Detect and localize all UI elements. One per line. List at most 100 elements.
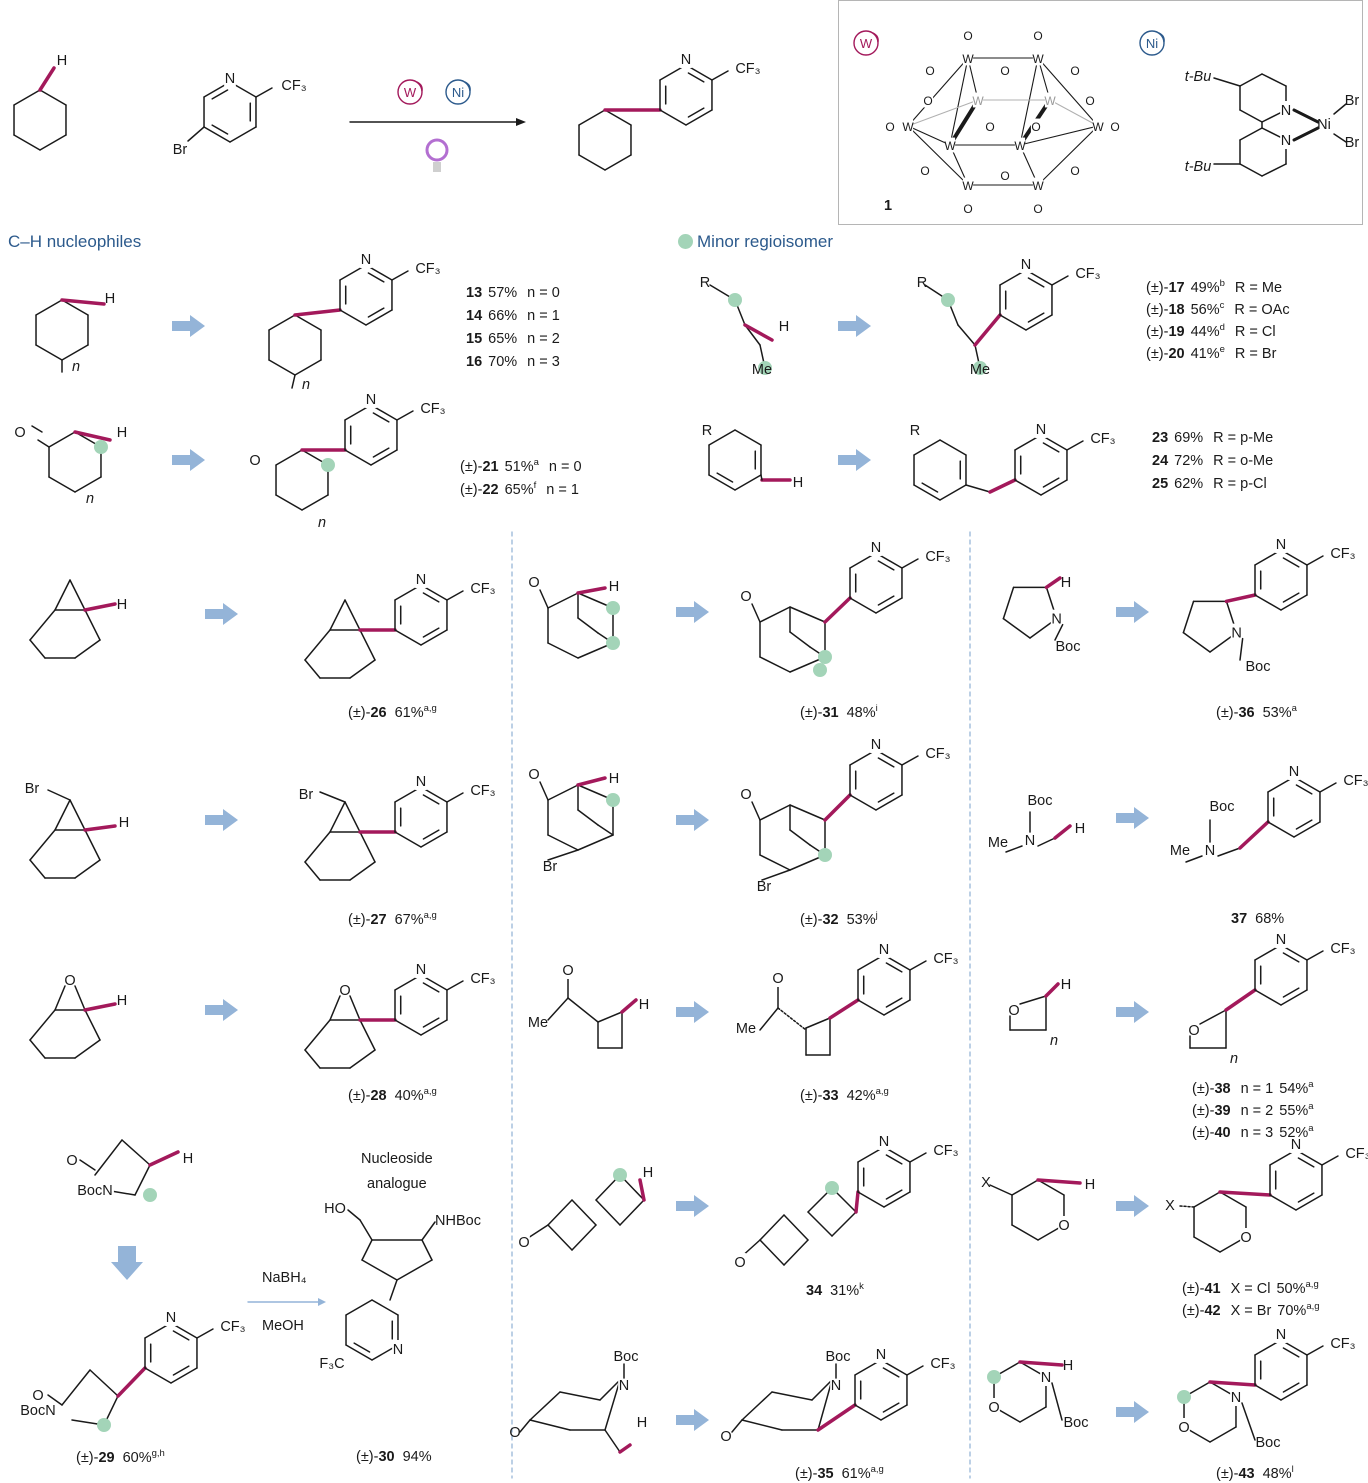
bond — [74, 985, 86, 1011]
atom-label: t-Bu — [1185, 159, 1212, 175]
pyridine-n: N — [681, 52, 691, 68]
compound-prefix: (±)- — [348, 911, 371, 928]
bond — [349, 995, 361, 1021]
bond — [349, 861, 376, 881]
cf3-label: CF₃ — [470, 971, 495, 987]
atom-label: N — [831, 1378, 841, 1394]
bond — [446, 792, 464, 803]
bond — [268, 314, 296, 331]
bond — [547, 1224, 573, 1251]
bond — [294, 359, 322, 376]
bond — [885, 1189, 903, 1200]
atom-label: O — [64, 973, 75, 989]
regio-dot-icon — [825, 1181, 839, 1195]
down-arrow-icon — [111, 1246, 143, 1280]
bond — [906, 1365, 924, 1376]
oxygen-atom: O — [923, 94, 932, 108]
entry-cond: R = p-Cl — [1213, 476, 1267, 492]
atom-label: N — [1281, 133, 1291, 149]
reaction-arrow-icon — [205, 809, 238, 831]
label-mask — [1032, 200, 1044, 216]
tungsten-atom: W — [962, 52, 974, 66]
oxygen-atom: O — [1000, 64, 1009, 78]
oxygen-atom: O — [1000, 169, 1009, 183]
highlight-bond — [1218, 1190, 1272, 1197]
regio-dot-icon — [613, 1168, 627, 1182]
bond — [685, 109, 713, 126]
bond — [751, 801, 761, 821]
bond — [659, 109, 687, 126]
atom-label: H — [1085, 1177, 1095, 1193]
compound-yield: 48% — [846, 704, 876, 721]
atom-label: N — [225, 71, 235, 87]
label-mask — [1058, 1216, 1070, 1234]
bond — [751, 603, 761, 623]
bond — [172, 1365, 190, 1376]
bond — [578, 109, 606, 126]
reduction-arrow-head-icon — [318, 1298, 326, 1306]
lamp-icon — [425, 138, 449, 162]
bond — [187, 126, 205, 142]
bond — [909, 960, 927, 971]
entry-num: 20 — [1168, 345, 1185, 362]
reaction-arrow-icon — [676, 809, 709, 831]
bond — [1025, 314, 1053, 331]
bond — [901, 558, 919, 569]
cf3-label: CF₃ — [1330, 941, 1355, 957]
highlight-bond — [973, 313, 1002, 347]
highlight-bond — [638, 1178, 646, 1202]
highlight-bond — [1036, 1178, 1082, 1185]
bond — [907, 57, 969, 127]
bond — [909, 1152, 927, 1163]
bond — [359, 831, 376, 863]
bond — [422, 627, 440, 638]
label-mask — [1280, 101, 1292, 119]
entry-num: 19 — [1168, 323, 1185, 340]
atom-label: Boc — [1210, 799, 1235, 815]
compound-number: 30 — [378, 1449, 395, 1465]
atom-label: N — [1025, 833, 1035, 849]
bond — [577, 834, 614, 851]
entry-pre: (±)- — [1192, 1080, 1215, 1097]
label-mask — [562, 961, 574, 979]
entry-cond: n = 3 — [1240, 1124, 1274, 1141]
oxygen-atom: O — [963, 29, 972, 43]
bond — [789, 631, 811, 648]
atom-label: n — [318, 515, 326, 531]
bond — [1280, 1384, 1308, 1401]
bond — [329, 801, 346, 833]
regio-dot-icon — [93, 440, 108, 454]
label-mask — [999, 62, 1011, 78]
bond — [211, 89, 229, 100]
compound-number: 27 — [370, 911, 387, 928]
bond — [759, 1007, 779, 1031]
entry-num: 25 — [1152, 476, 1169, 492]
bond — [391, 270, 409, 281]
bond — [831, 1211, 857, 1237]
tungsten-atom: W — [944, 139, 956, 153]
oxygen-atom: O — [1070, 64, 1079, 78]
compound-prefix: (±)- — [1216, 704, 1239, 721]
highlight-bond — [83, 824, 117, 832]
label-mask — [1069, 62, 1081, 78]
pyridine-n: N — [1289, 764, 1299, 780]
bond — [170, 1367, 198, 1384]
catalyst-badge-icon — [445, 79, 471, 105]
atom-label: O — [1008, 1003, 1019, 1019]
atom-label: NHBoc — [435, 1213, 481, 1229]
bond — [29, 1009, 56, 1041]
compound-number: 43 — [1238, 1465, 1255, 1482]
atom-label: H — [1061, 575, 1071, 591]
footnote-mark: j — [875, 910, 878, 921]
bond — [1292, 108, 1320, 124]
bond — [783, 1214, 809, 1241]
bond — [394, 629, 422, 646]
regio-dot-icon — [818, 848, 832, 862]
bond — [134, 1164, 151, 1196]
atom-label: n — [302, 377, 310, 393]
label-mask — [1014, 137, 1026, 153]
bond — [1014, 479, 1042, 496]
highlight-bond — [743, 323, 774, 342]
